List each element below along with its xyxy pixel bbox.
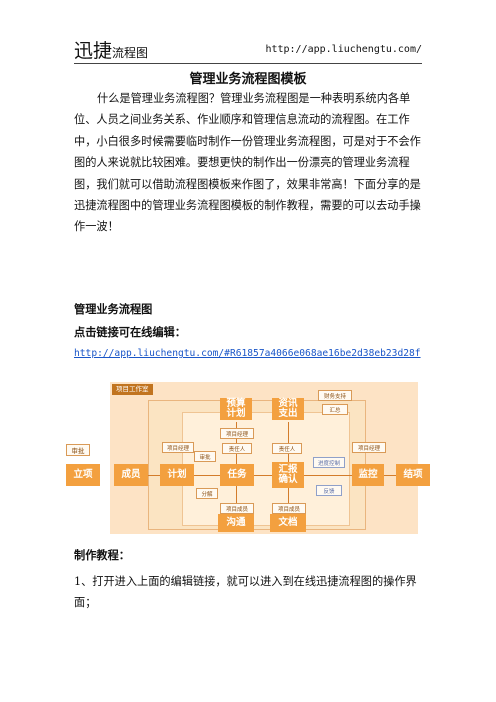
summary-label: 汇总 — [322, 404, 348, 415]
review-label: 审批 — [194, 451, 216, 462]
decompose-label: 分解 — [196, 488, 218, 499]
documents-box: 文档 — [270, 514, 306, 532]
section-heading-link: 点击链接可在线编辑： — [74, 325, 186, 339]
project-member-label-2: 项目成员 — [272, 503, 306, 514]
project-manager-label-right: 项目经理 — [352, 442, 386, 453]
page-header: 迅捷流程图 http://app.liuchengtu.com/ — [74, 36, 422, 62]
center-frame — [182, 412, 350, 526]
flow-step-plan: 计划 — [160, 464, 194, 486]
section-heading-tutorial: 制作教程： — [74, 548, 130, 562]
brand-logo: 迅捷流程图 — [74, 40, 149, 62]
tutorial-step-1: 1、打开进入上面的编辑链接，就可以进入到在线迅捷流程图的操作界面； — [74, 575, 417, 610]
approve-label: 审批 — [66, 444, 90, 456]
flow-step-task: 任务 — [220, 464, 254, 486]
flow-step-initiate: 立项 — [66, 464, 100, 486]
flow-step-members: 成员 — [114, 464, 148, 486]
flowchart-diagram: 项目工作室 预算 计划 资讯 支出 财务支持 汇总 项目经理 项目经理 责任人 … — [66, 382, 430, 534]
main-flow-line — [134, 475, 396, 476]
flow-step-monitor: 监控 — [352, 464, 384, 486]
intro-paragraph: 什么是管理业务流程图？管理业务流程图是一种表明系统内各单位、人员之间业务关系、作… — [74, 92, 421, 234]
flow-step-close: 结项 — [396, 464, 430, 486]
project-manager-label-left: 项目经理 — [162, 442, 194, 453]
header-divider — [74, 63, 422, 64]
responsible-label-2: 责任人 — [272, 443, 302, 454]
responsible-label-1: 责任人 — [222, 443, 252, 454]
budget-plan-box: 预算 计划 — [220, 398, 252, 420]
document-title: 管理业务流程图模板 — [189, 72, 307, 87]
project-manager-label-top: 项目经理 — [220, 428, 254, 439]
section-heading-diagram: 管理业务流程图 — [74, 302, 153, 316]
project-member-label-1: 项目成员 — [220, 503, 254, 514]
progress-control-label: 进度控制 — [313, 457, 345, 468]
feedback-label: 反馈 — [316, 485, 342, 496]
edit-link[interactable]: http://app.liuchengtu.com/#R61857a4066e0… — [74, 348, 421, 359]
finance-support-label: 财务支持 — [318, 390, 352, 401]
communication-box: 沟通 — [218, 514, 254, 532]
header-url[interactable]: http://app.liuchengtu.com/ — [265, 44, 422, 55]
flow-step-report-confirm: 汇报 确认 — [272, 462, 304, 488]
frame-label: 项目工作室 — [112, 384, 153, 395]
info-expense-box: 资讯 支出 — [272, 398, 304, 420]
